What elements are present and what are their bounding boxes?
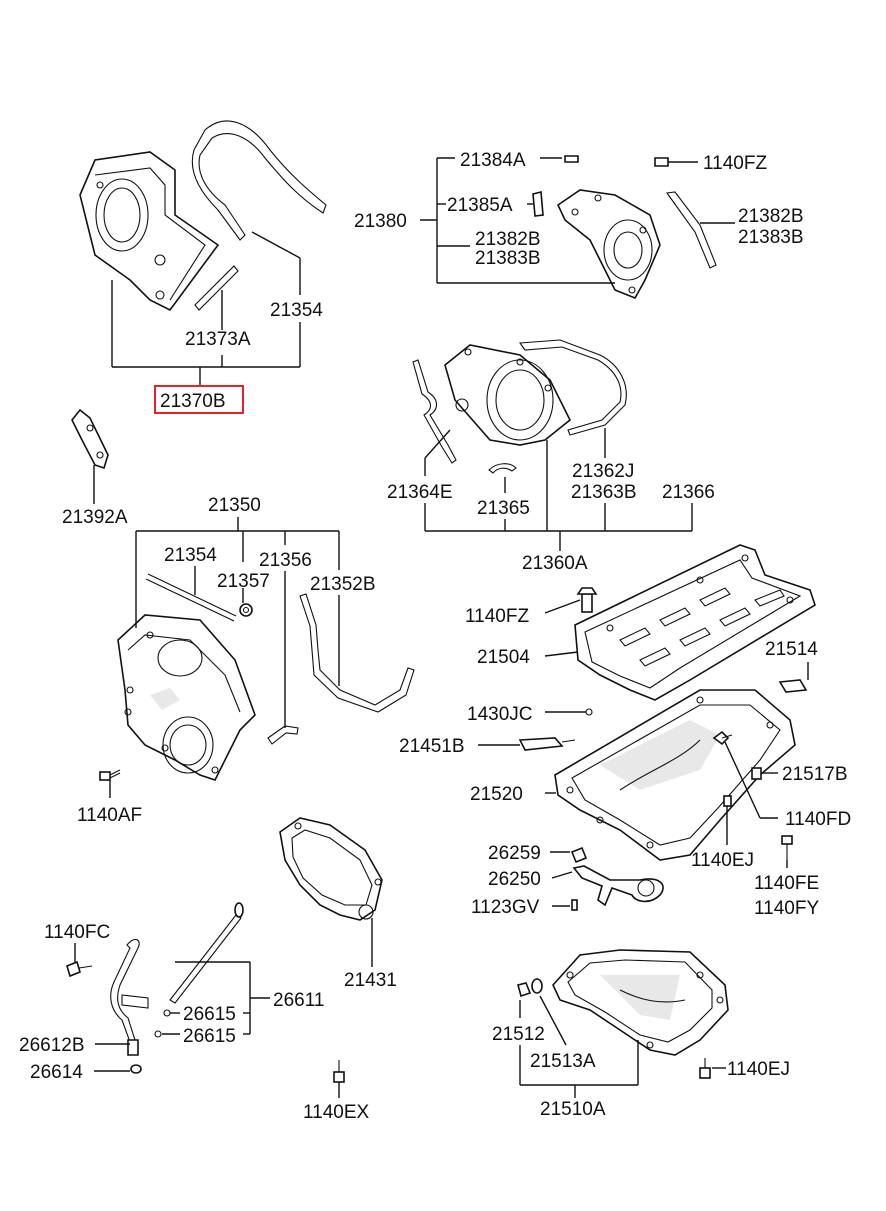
label-26611[interactable]: 26611	[273, 990, 324, 1011]
label-21514[interactable]: 21514	[765, 639, 818, 660]
leader-lines-21510A	[519, 995, 726, 1098]
label-21512[interactable]: 21512	[492, 1024, 545, 1045]
label-21392A[interactable]: 21392A	[62, 507, 128, 528]
label-1140FZ-mid[interactable]: 1140FZ	[465, 606, 529, 627]
label-21373A[interactable]: 21373A	[185, 329, 251, 350]
label-21364E[interactable]: 21364E	[387, 482, 453, 503]
label-21383B-right[interactable]: 21383B	[738, 227, 804, 248]
label-21370B[interactable]: 21370B	[160, 391, 226, 412]
label-21384A[interactable]: 21384A	[460, 150, 526, 171]
label-21354-top[interactable]: 21354	[270, 300, 323, 321]
leader-lines-right-mid	[478, 599, 809, 845]
highlight-box	[154, 385, 244, 414]
oil-strainer-26250-drawing	[550, 846, 664, 911]
label-26615-b[interactable]: 26615	[183, 1026, 236, 1047]
baffle-21504-drawing	[574, 544, 816, 716]
label-26614[interactable]: 26614	[30, 1062, 83, 1083]
label-26612B[interactable]: 26612B	[19, 1035, 85, 1056]
label-1140FZ-top[interactable]: 1140FZ	[703, 153, 767, 174]
leader-lines-dipstick	[74, 943, 270, 1072]
bracket-21392A-drawing	[71, 408, 109, 504]
bolt-1140FE-drawing	[781, 835, 793, 868]
label-1140EX[interactable]: 1140EX	[303, 1102, 370, 1123]
label-21360A[interactable]: 21360A	[522, 553, 588, 574]
label-21382B-left[interactable]: 21382B	[475, 229, 541, 250]
label-1140FY[interactable]: 1140FY	[754, 898, 819, 919]
upper-timing-cover-drawing	[79, 120, 327, 312]
label-21362J[interactable]: 21362J	[572, 461, 634, 482]
label-21357[interactable]: 21357	[217, 571, 270, 592]
label-21517B[interactable]: 21517B	[782, 764, 848, 785]
leader-lines-21350	[135, 517, 340, 728]
timing-cover-21350-drawing	[117, 573, 415, 781]
label-21356[interactable]: 21356	[259, 550, 312, 571]
label-21352B[interactable]: 21352B	[310, 574, 376, 595]
label-21366[interactable]: 21366	[662, 482, 715, 503]
dipstick-tube-drawing	[66, 902, 244, 1074]
leader-lines-top-left	[111, 231, 301, 387]
label-21365[interactable]: 21365	[477, 498, 530, 519]
label-26259[interactable]: 26259	[488, 843, 541, 864]
label-21451B[interactable]: 21451B	[399, 736, 465, 757]
timing-cover-21360A-drawing	[412, 339, 627, 474]
leader-lines-21380	[420, 157, 735, 284]
label-21385A[interactable]: 21385A	[447, 195, 513, 216]
bolt-1140AF-drawing	[99, 769, 121, 798]
label-21520[interactable]: 21520	[470, 784, 523, 805]
label-1140EJ-mid[interactable]: 1140EJ	[691, 850, 754, 871]
part-labels: 21384A 1140FZ 21380 21385A 21382B 21383B…	[19, 150, 851, 1123]
cover-plate-21431-drawing	[279, 817, 383, 967]
oil-pan-21520-drawing	[518, 689, 796, 861]
label-21431[interactable]: 21431	[344, 970, 397, 991]
label-1140AF[interactable]: 1140AF	[77, 805, 142, 826]
oil-pan-21510A-drawing	[517, 949, 729, 1079]
label-1123GV[interactable]: 1123GV	[471, 897, 540, 918]
label-21510A[interactable]: 21510A	[540, 1099, 606, 1120]
label-21513A[interactable]: 21513A	[530, 1051, 596, 1072]
label-1430JC[interactable]: 1430JC	[467, 704, 533, 725]
label-1140FC[interactable]: 1140FC	[44, 922, 110, 943]
leader-lines-21360A	[424, 428, 693, 551]
label-21350[interactable]: 21350	[208, 495, 261, 516]
label-21504[interactable]: 21504	[477, 647, 530, 668]
label-21354-mid[interactable]: 21354	[164, 545, 217, 566]
label-21363B[interactable]: 21363B	[571, 482, 637, 503]
label-21382B-right[interactable]: 21382B	[738, 206, 804, 227]
label-21383B-left[interactable]: 21383B	[475, 248, 541, 269]
label-1140FD[interactable]: 1140FD	[785, 809, 851, 830]
label-21380[interactable]: 21380	[354, 211, 407, 232]
label-1140EJ-bottom[interactable]: 1140EJ	[727, 1059, 790, 1080]
bolt-1140EX-drawing	[333, 1060, 345, 1098]
label-26615-a[interactable]: 26615	[183, 1004, 236, 1025]
rear-cover-21380-drawing	[532, 155, 717, 300]
label-26250[interactable]: 26250	[488, 869, 541, 890]
label-1140FE[interactable]: 1140FE	[754, 873, 819, 894]
